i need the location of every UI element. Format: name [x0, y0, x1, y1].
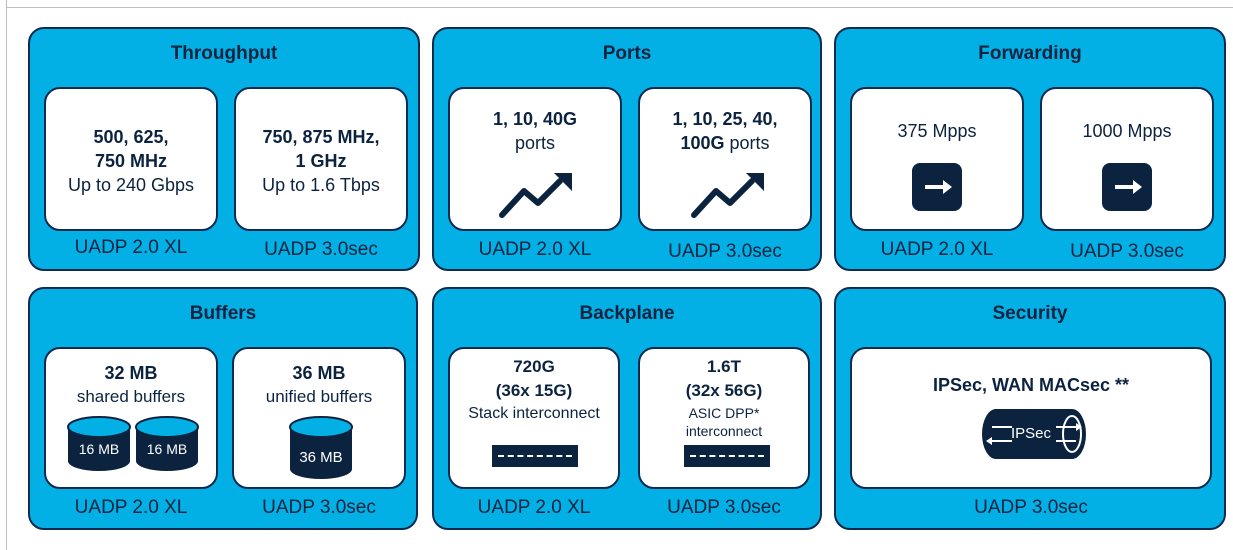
backplane-bandwidth: 720G [513, 357, 555, 376]
backplane-links: (36x 15G) [495, 381, 573, 400]
security-panel: Security IPSec, WAN MACsec ** IPSec UADP… [834, 287, 1226, 530]
throughput-freq-line1: 750, 875 MHz, [262, 127, 380, 147]
chip-caption: UADP 2.0 XL [477, 497, 591, 518]
backplane-links: (32x 56G) [685, 381, 763, 400]
panel-title: Throughput [170, 43, 278, 64]
backplane-interconnect: ASIC DPP* [688, 405, 760, 421]
throughput-bandwidth: Up to 240 Gbps [67, 175, 195, 195]
interconnect-lane-icon [492, 445, 578, 467]
interconnect-lane-icon [684, 445, 770, 467]
security-card: IPSec, WAN MACsec ** IPSec [850, 347, 1212, 489]
memory-cylinder-icon [67, 416, 131, 471]
backplane-bandwidth: 1.6T [706, 357, 742, 376]
forwarding-card-uadp20: 375 Mpps [850, 87, 1024, 231]
memory-cylinder-icon [289, 416, 353, 479]
throughput-freq-line1: 500, 625, [93, 127, 169, 147]
cylinder-label: 16 MB [146, 441, 188, 457]
panel-title: Buffers [189, 303, 257, 324]
buffer-type: shared buffers [76, 387, 186, 406]
ports-label: 100G ports [640, 133, 810, 154]
memory-cylinder-icon [135, 416, 199, 471]
security-features: IPSec, WAN MACsec ** [932, 375, 1130, 395]
backplane-card-uadp20: 720G (36x 15G) Stack interconnect [448, 347, 620, 489]
buffer-type: unified buffers [265, 387, 373, 406]
buffers-panel: Buffers 32 MB shared buffers 16 MB 16 MB… [28, 287, 418, 530]
chip-caption: UADP 3.0sec [667, 497, 781, 518]
ipsec-tunnel-icon [982, 409, 1086, 459]
buffer-size: 32 MB [104, 363, 158, 383]
panel-title: Ports [602, 43, 652, 64]
buffers-card-uadp30: 36 MB unified buffers 36 MB [232, 347, 406, 489]
chip-caption: UADP 3.0sec [974, 497, 1088, 518]
arrow-right-icon [1102, 163, 1152, 211]
panel-title: Security [992, 303, 1068, 324]
throughput-panel: Throughput 500, 625, 750 MHz Up to 240 G… [28, 27, 420, 271]
forwarding-card-uadp30: 1000 Mpps [1040, 87, 1214, 231]
trend-up-icon [691, 173, 764, 218]
throughput-card-uadp30: 750, 875 MHz, 1 GHz Up to 1.6 Tbps [234, 87, 408, 231]
ports-speeds: 1, 10, 25, 40, [672, 109, 778, 129]
backplane-panel: Backplane 720G (36x 15G) Stack interconn… [432, 287, 822, 530]
chip-caption: UADP 2.0 XL [74, 237, 188, 258]
ports-label: ports [514, 133, 556, 153]
buffer-size: 36 MB [292, 363, 346, 383]
throughput-bandwidth: Up to 1.6 Tbps [262, 175, 380, 195]
frame-top-line [6, 7, 1233, 8]
chip-caption: UADP 2.0 XL [74, 497, 188, 518]
ports-label-suffix: ports [724, 133, 770, 153]
ports-panel: Ports 1, 10, 40G ports 1, 10, 25, 40, 10… [432, 27, 822, 271]
chip-caption: UADP 3.0sec [668, 241, 782, 262]
backplane-interconnect-line2: interconnect [685, 423, 763, 439]
panel-title: Backplane [579, 303, 675, 324]
chip-caption: UADP 2.0 XL [880, 239, 994, 260]
arrow-right-icon [912, 163, 962, 211]
chip-caption: UADP 3.0sec [1070, 241, 1184, 262]
forwarding-rate: 375 Mpps [897, 121, 977, 141]
backplane-card-uadp30: 1.6T (32x 56G) ASIC DPP* interconnect [638, 347, 810, 489]
throughput-freq-line2: 750 MHz [94, 151, 168, 171]
throughput-card-uadp20: 500, 625, 750 MHz Up to 240 Gbps [44, 87, 218, 231]
forwarding-rate: 1000 Mpps [1082, 121, 1172, 141]
cylinder-label: 16 MB [78, 441, 120, 457]
buffers-card-uadp20: 32 MB shared buffers 16 MB 16 MB [44, 347, 218, 489]
ports-card-uadp20: 1, 10, 40G ports [448, 87, 622, 231]
frame-left-line [6, 0, 7, 550]
ports-card-uadp30: 1, 10, 25, 40, 100G ports [638, 87, 812, 231]
chip-caption: UADP 2.0 XL [478, 239, 592, 260]
ports-speeds: 1, 10, 40G [492, 109, 578, 129]
chip-caption: UADP 3.0sec [262, 497, 376, 518]
panel-title: Forwarding [978, 43, 1082, 64]
backplane-interconnect: Stack interconnect [468, 405, 600, 422]
forwarding-panel: Forwarding 375 Mpps 1000 Mpps UADP 2.0 X… [834, 27, 1226, 271]
trend-up-icon [499, 173, 572, 218]
ipsec-tunnel-label: IPSec [1010, 425, 1052, 442]
ports-speed-100g: 100G [680, 133, 725, 153]
cylinder-label: 36 MB [299, 449, 343, 466]
chip-caption: UADP 3.0sec [264, 239, 378, 260]
throughput-freq-line2: 1 GHz [295, 151, 347, 171]
